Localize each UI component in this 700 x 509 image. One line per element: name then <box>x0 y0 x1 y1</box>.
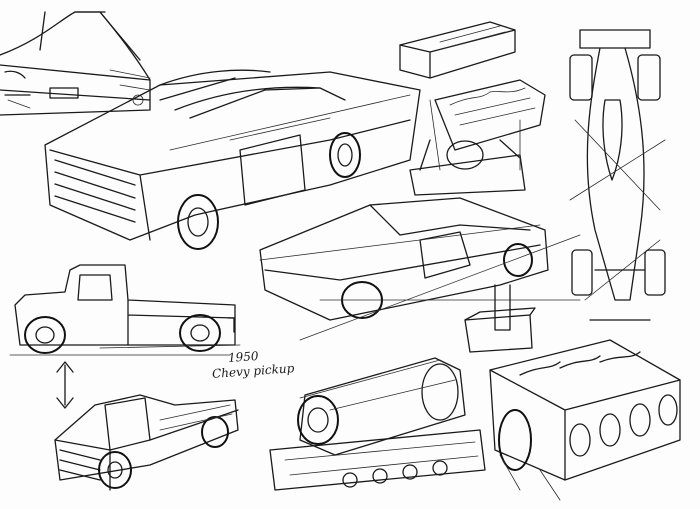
pickup-perspective-sketch <box>54 394 239 491</box>
tank-sketch <box>399 21 516 79</box>
double-arrow-sketch <box>56 361 74 409</box>
sports-coupe-sketch <box>259 197 581 353</box>
annotation-year: 1950 <box>227 348 259 366</box>
muscle-car-sketch <box>44 69 421 250</box>
turbo-cylinder-sketch <box>269 357 486 491</box>
pickup-side-sketch <box>9 264 241 356</box>
engine-block-sketch <box>489 339 681 501</box>
pickup-marker-sketch <box>227 317 235 333</box>
car-rear-sketch <box>0 11 151 116</box>
formula-car-sketch <box>569 29 666 321</box>
engine-stand-sketch <box>409 79 546 196</box>
